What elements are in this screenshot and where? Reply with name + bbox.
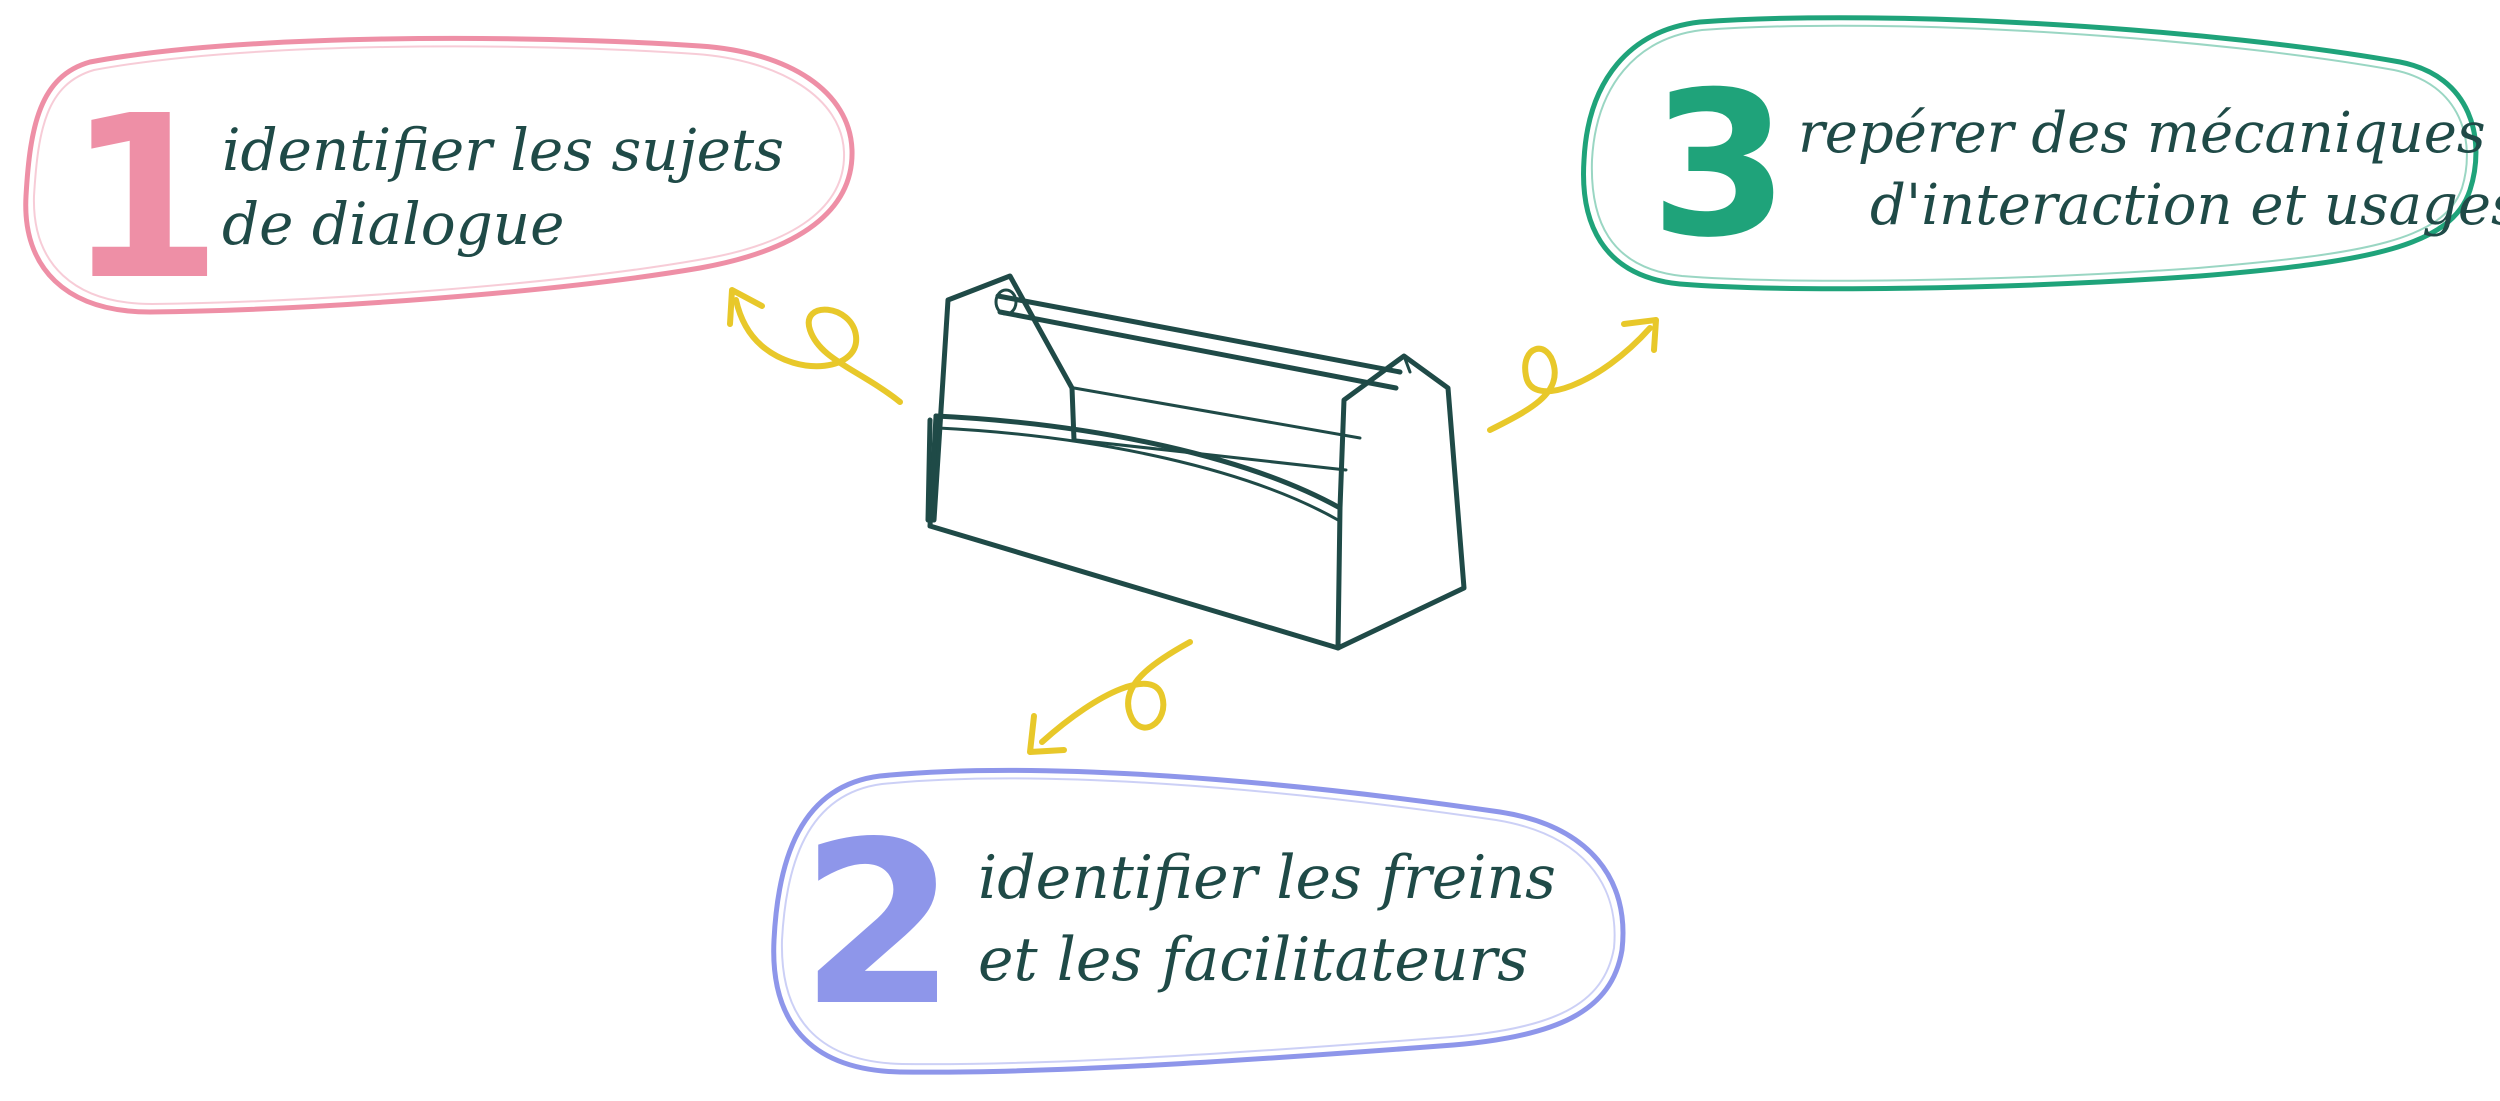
step-1-cloud-outline: [23, 35, 855, 315]
arrow-to-step-1-head: [727, 287, 765, 327]
arrow-to-step-1: [727, 287, 903, 405]
toolbox-handle-end: [994, 288, 1018, 316]
arrow-to-step-2-curve: [1039, 639, 1193, 745]
step-2-cloud-outline: [771, 767, 1626, 1075]
step-2-number: 2: [800, 794, 957, 1056]
step-1-cloud-texture: [32, 45, 846, 306]
toolbox-front-rim: [933, 413, 1343, 511]
toolbox-front-rim-inner: [936, 426, 1340, 522]
arrow-to-step-2: [1027, 639, 1193, 755]
arrow-to-step-3-curve: [1487, 325, 1653, 433]
step-1-text-line-2: de dialogue: [222, 190, 564, 258]
arrow-to-step-1-curve: [733, 297, 903, 405]
toolbox-handle-top: [995, 293, 1403, 375]
step-3-bubble: 3 repérer des mécaniques d'interaction e…: [1581, 15, 2500, 292]
step-3-cloud-texture: [1590, 24, 2468, 282]
step-2-text-line-2: et les facilitateurs: [978, 925, 1528, 995]
step-2-bubble: 2 identifier les freins et les facilitat…: [771, 767, 1626, 1075]
toolbox-handle-bottom: [997, 309, 1399, 391]
step-1-text-line-1: identifier les sujets: [222, 116, 784, 184]
toolbox-inner-divider: [1074, 438, 1348, 472]
step-1-bubble: 1 identifier les sujets de dialogue: [23, 35, 855, 330]
toolbox-right-panel-edge: [1402, 354, 1412, 374]
toolbox-icon: [925, 273, 1467, 651]
toolbox-right-panel: [1335, 353, 1467, 651]
toolbox-front-face: [927, 413, 1343, 651]
step-3-text-line-1: repérer des mécaniques: [1798, 101, 2486, 166]
step-3-text-line-2: d'interaction et usages: [1870, 173, 2500, 238]
step-2-text-line-1: identifier les freins: [978, 843, 1556, 913]
step-3-cloud-outline: [1581, 15, 2479, 292]
arrow-to-step-3: [1487, 317, 1659, 433]
arrow-to-step-2-head: [1027, 713, 1067, 755]
arrow-to-step-3-head: [1621, 317, 1659, 353]
step-1-number: 1: [66, 68, 223, 330]
step-3-number: 3: [1650, 49, 1789, 282]
step-2-cloud-texture: [780, 777, 1616, 1066]
toolbox-inner-wall: [1072, 386, 1362, 440]
